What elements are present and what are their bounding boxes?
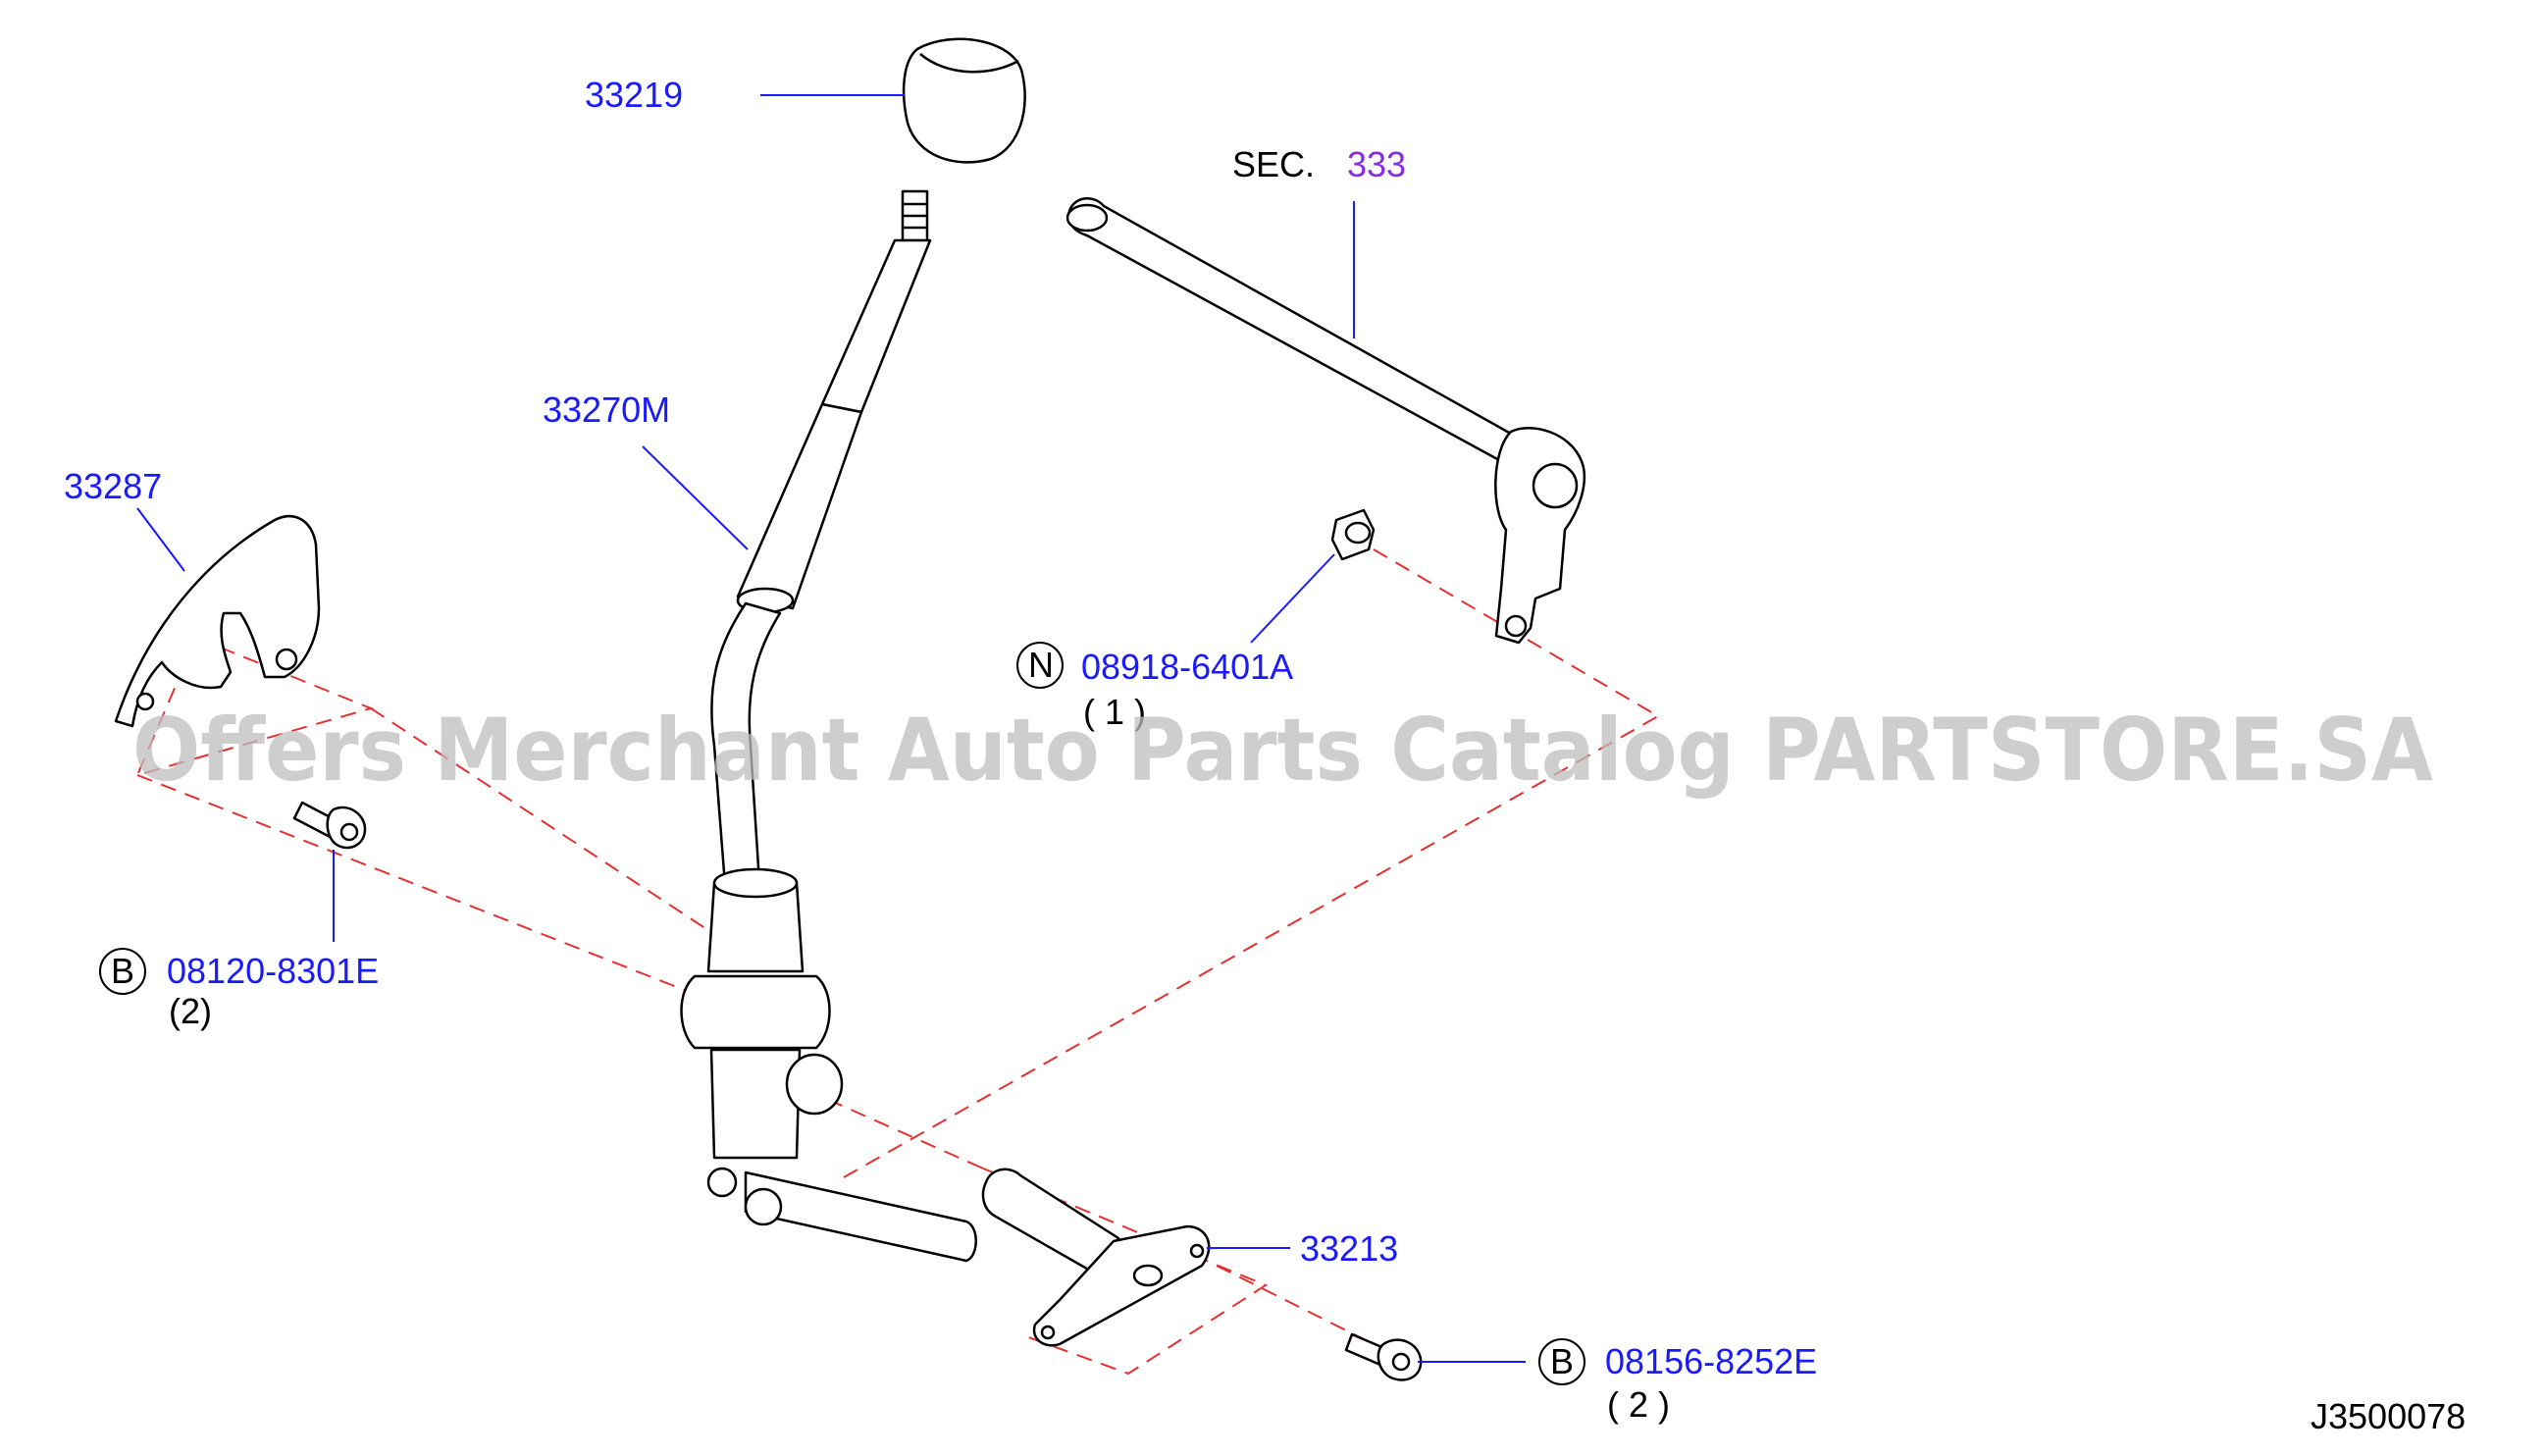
support-bolt bbox=[1344, 1332, 1423, 1381]
nut-symbol: N bbox=[1028, 645, 1054, 685]
label-support: 33213 bbox=[1300, 1228, 1398, 1269]
diagram-code: J3500078 bbox=[2311, 1396, 2466, 1436]
label-sec-number: 333 bbox=[1347, 144, 1406, 184]
lever-support bbox=[981, 1168, 1211, 1347]
bolt1-symbol-circle bbox=[99, 948, 146, 995]
label-bolt2-qty: ( 2 ) bbox=[1607, 1384, 1670, 1425]
watermark: Offers Merchant Auto Parts Catalog PARTS… bbox=[132, 700, 2433, 801]
label-lever: 33270M bbox=[543, 390, 670, 430]
control-rod bbox=[1065, 197, 1586, 645]
bolt2-symbol-circle bbox=[1538, 1338, 1585, 1385]
label-nut-code: 08918-6401A bbox=[1081, 647, 1293, 687]
shift-lever bbox=[680, 189, 977, 1263]
bolt1-symbol: B bbox=[111, 951, 134, 991]
bolt2-symbol: B bbox=[1550, 1341, 1574, 1381]
label-nut-qty: ( 1 ) bbox=[1083, 692, 1146, 732]
label-bolt1-code: 08120-8301E bbox=[167, 951, 379, 991]
shift-knob bbox=[902, 37, 1026, 164]
nut-symbol-circle bbox=[1016, 642, 1064, 689]
label-bolt2-code: 08156-8252E bbox=[1605, 1341, 1817, 1381]
label-bracket: 33287 bbox=[64, 466, 162, 506]
lever-bracket bbox=[114, 514, 321, 728]
bracket-bolt bbox=[292, 801, 367, 850]
label-knob: 33219 bbox=[585, 75, 683, 115]
lock-nut bbox=[1330, 508, 1376, 561]
leader-lines bbox=[136, 94, 1526, 1363]
label-sec-prefix: SEC. bbox=[1232, 144, 1315, 184]
label-bolt1-qty: (2) bbox=[169, 991, 212, 1031]
